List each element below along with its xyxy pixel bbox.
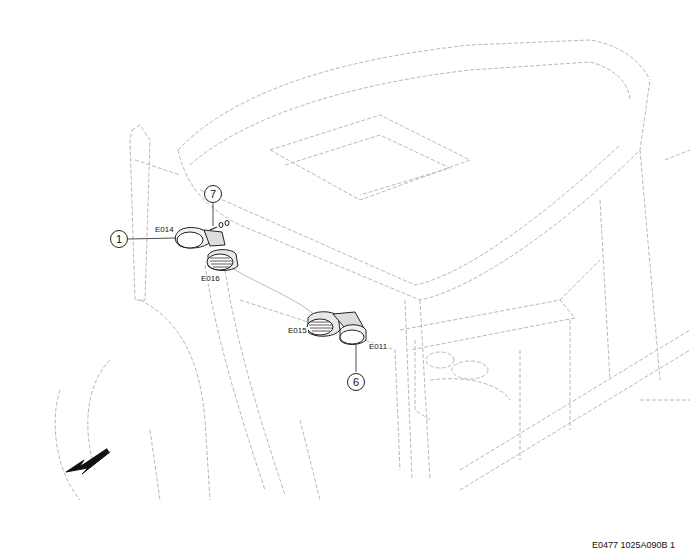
drawing-number: E0477 1025A090B 1 — [591, 541, 676, 551]
connector-code: E016 — [200, 275, 221, 284]
connector-code: E011 — [368, 343, 388, 352]
callout-circle: 6 — [347, 373, 365, 391]
connector-code: E015 — [287, 327, 308, 336]
callout-circle: 7 — [204, 185, 222, 203]
callout-circle: 1 — [110, 230, 128, 248]
callout-number: 6 — [353, 377, 359, 388]
callout-number: 7 — [210, 189, 216, 200]
connector-code: E014 — [154, 226, 175, 235]
callout-number: 1 — [116, 234, 122, 245]
